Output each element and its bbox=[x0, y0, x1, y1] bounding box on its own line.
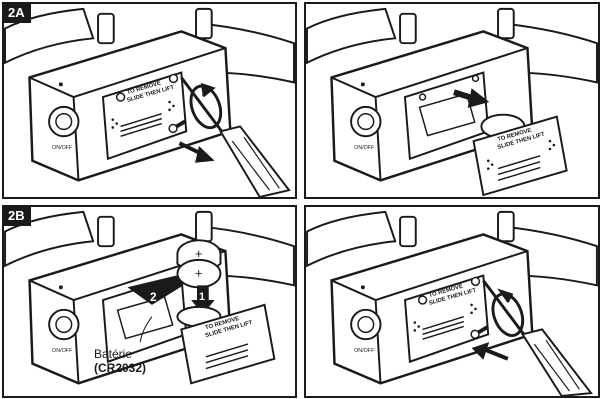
step-label-2a: 2A bbox=[4, 4, 31, 23]
step-label-2b: 2B bbox=[4, 207, 31, 226]
onoff-text: ON/OFF bbox=[52, 348, 73, 354]
screwdriver-icon bbox=[180, 76, 291, 197]
onoff-text: ON/OFF bbox=[354, 348, 375, 354]
step-2b-illustration: ON/OFF + + 2 1 TO REMOVE SLIDE THEN LIFT bbox=[4, 210, 295, 385]
step-2a-panel: ON/OFF TO REMOVE SLIDE THEN LIFT bbox=[2, 2, 297, 199]
insert-screw-arrow-icon bbox=[471, 342, 509, 361]
step-2a-illustration: ON/OFF TO REMOVE SLIDE THEN LIFT bbox=[4, 7, 295, 197]
battery-icon: + + bbox=[176, 239, 222, 289]
remove-arrow-icon bbox=[178, 141, 215, 163]
cover-replaced-illustration: ON/OFF TO REMOVE SLIDE THEN LIFT bbox=[306, 210, 598, 396]
rotate-arrow-icon bbox=[189, 82, 223, 130]
plus-sign-upper: + bbox=[195, 246, 202, 261]
rotate-arrow-icon bbox=[491, 288, 525, 337]
screw-icon bbox=[168, 119, 187, 134]
step-2b-panel: ON/OFF + + 2 1 TO REMOVE SLIDE THEN LIFT bbox=[2, 205, 297, 398]
battery-cover-icon: TO REMOVE SLIDE THEN LIFT bbox=[472, 113, 568, 197]
cover-removed-illustration: ON/OFF TO REMOVE SLIDE THEN LIFT bbox=[306, 7, 598, 197]
step-2a-result-panel: ON/OFF TO REMOVE SLIDE THEN LIFT bbox=[304, 2, 600, 199]
battery-model: (CR2032) bbox=[94, 361, 147, 375]
screw-icon bbox=[470, 325, 489, 339]
slide-arrow-icon bbox=[453, 88, 490, 108]
battery-callout: Batérie (CR2032) bbox=[94, 347, 146, 375]
step-number-1: 1 bbox=[199, 291, 205, 303]
step-2b-result-panel: ON/OFF TO REMOVE SLIDE THEN LIFT bbox=[304, 205, 600, 398]
battery-label: Batérie bbox=[94, 347, 133, 361]
plus-sign-lower: + bbox=[195, 266, 202, 281]
step-number-2: 2 bbox=[150, 291, 157, 304]
onoff-text: ON/OFF bbox=[52, 145, 73, 151]
battery-cover-icon: TO REMOVE SLIDE THEN LIFT bbox=[176, 303, 276, 385]
onoff-text: ON/OFF bbox=[354, 145, 375, 151]
insert-arrow-icon: 2 bbox=[127, 275, 184, 305]
